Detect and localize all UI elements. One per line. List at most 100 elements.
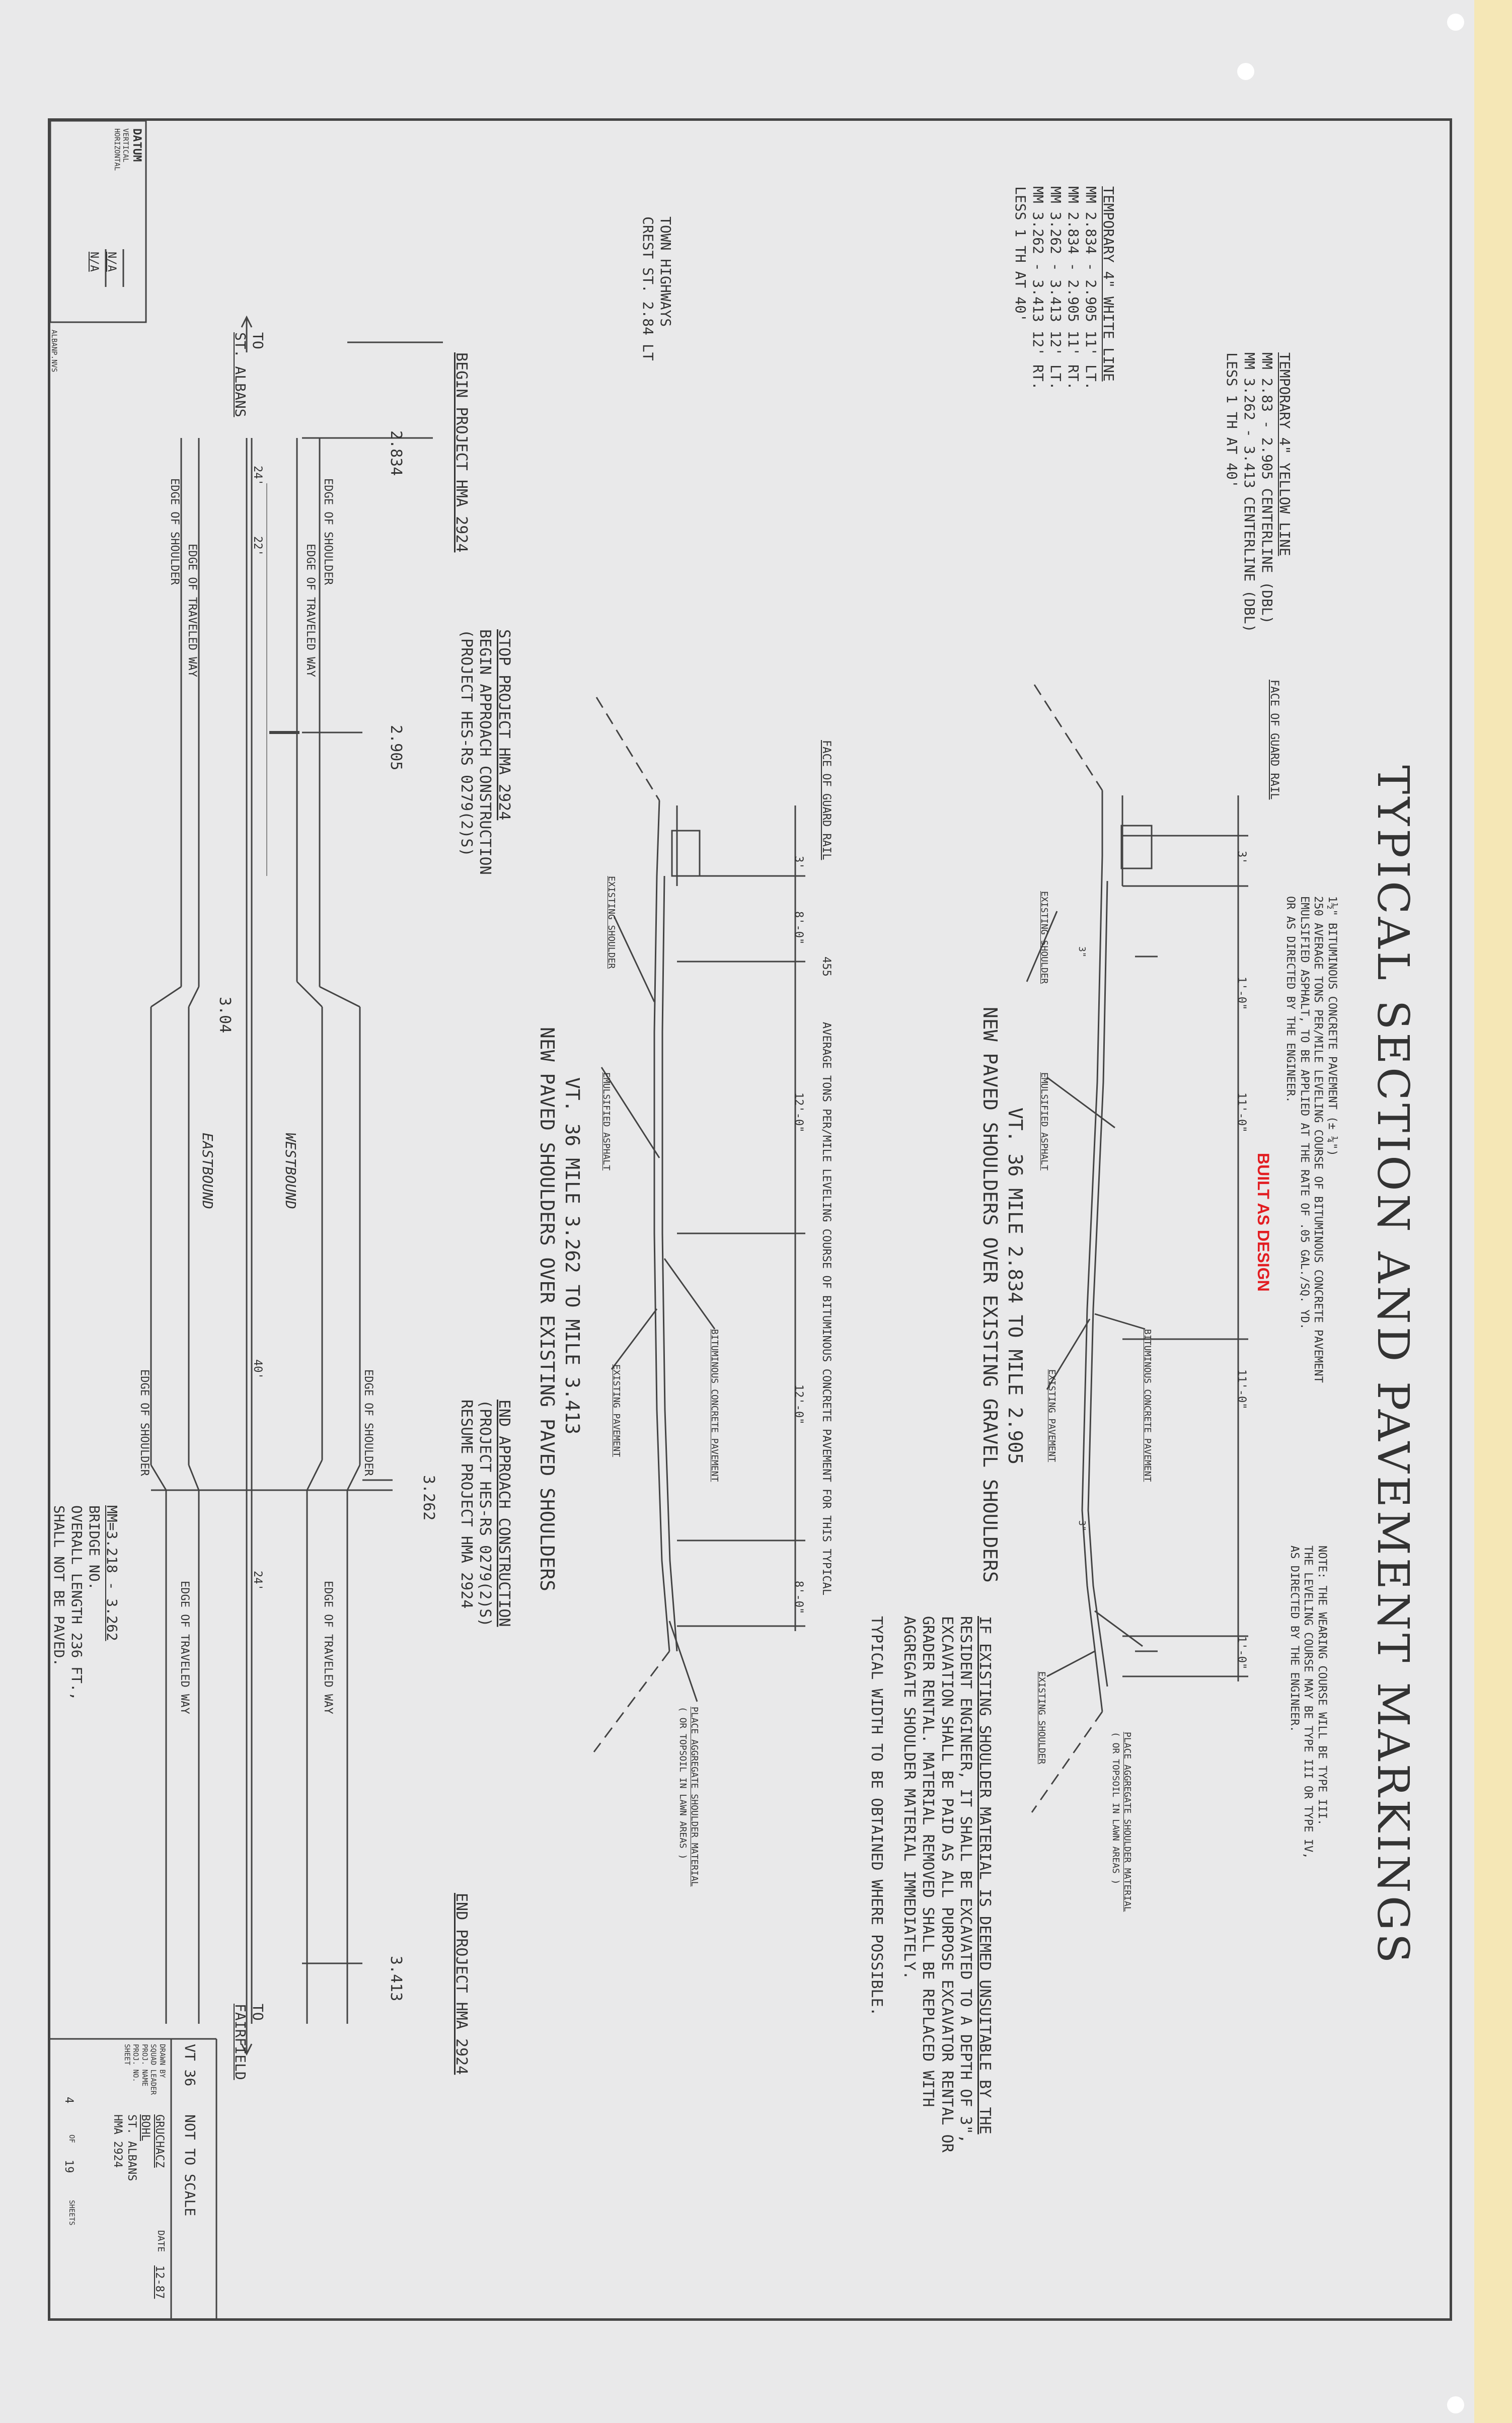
guard-rail-post-icon bbox=[671, 830, 701, 877]
begin-project-label: BEGIN PROJECT HMA 2924 bbox=[452, 352, 470, 553]
note-line: RESUME PROJECT HMA 2924 bbox=[458, 1400, 475, 1609]
note-line: END APPROACH CONSTRUCTION bbox=[495, 1400, 513, 1627]
note-line: LESS 1 TH AT 40' bbox=[1224, 352, 1240, 488]
width-40ft: 40' bbox=[251, 1359, 264, 1379]
note-line: BEGIN APPROACH CONSTRUCTION bbox=[476, 629, 494, 875]
note-line: ( OR TOPSOIL IN LAWN AREAS ) bbox=[1110, 1732, 1121, 1885]
punch-hole-icon bbox=[1237, 63, 1254, 80]
s1-existing-shoulder-left: EXISTING SHOULDER bbox=[1039, 891, 1049, 984]
s2-face-of-guard-rail: FACE OF GUARD RAIL bbox=[820, 740, 833, 860]
s2-dim-8ft-left: 8'-0" bbox=[792, 911, 805, 945]
built-as-design-stamp: BUILT AS DESIGN bbox=[1254, 1153, 1272, 1292]
note-line: MM 3.262 - 3.413 12' RT. bbox=[1030, 186, 1046, 390]
datum-title: DATUM bbox=[130, 128, 143, 162]
s2-dim-12ft-left: 12'-0" bbox=[792, 1092, 805, 1133]
note-line: MM 2.834 - 2.905 11' LT. bbox=[1083, 186, 1099, 390]
note-line: AGGREGATE SHOULDER MATERIAL IMMEDIATELY. bbox=[900, 1616, 918, 1980]
datum-vertical-value: N/A bbox=[105, 252, 118, 272]
station-3262: 3.262 bbox=[420, 1475, 437, 1521]
note-line: TEMPORARY 4" YELLOW LINE bbox=[1276, 352, 1293, 556]
note-line: BRIDGE NO. bbox=[86, 1505, 103, 1590]
note-line: TO bbox=[250, 332, 266, 349]
s2-caption-description: NEW PAVED SHOULDERS OVER EXISTING PAVED … bbox=[536, 1027, 558, 1592]
s2-dim-3ft: 3' bbox=[792, 856, 805, 869]
tb-of-label: OF bbox=[67, 2135, 75, 2143]
tb-squad: BOHL bbox=[139, 2114, 152, 2141]
note-line: 250 AVERAGE TONS PER/MILE LEVELING COURS… bbox=[1312, 896, 1325, 1383]
s2-existing-pavement: EXISTING PAVEMENT bbox=[611, 1364, 622, 1457]
tb-values: GRUCHACZ BOHL ST. ALBANS HMA 2924 bbox=[111, 2114, 166, 2181]
tb-route: VT 36 bbox=[182, 2044, 198, 2087]
edge-shoulder-3: EDGE OF SHOULDER bbox=[168, 478, 181, 585]
s1-caption-description: NEW PAVED SHOULDERS OVER EXISTING GRAVEL… bbox=[979, 1007, 1001, 1583]
datum-box-text: DATUM VERTICAL HORIZONTAL bbox=[112, 128, 144, 171]
edge-traveled-2: EDGE OF TRAVELED WAY bbox=[322, 1581, 334, 1714]
station-2834: 2.834 bbox=[387, 430, 405, 476]
yellow-tape-strip bbox=[1474, 0, 1512, 2423]
town-highways-note: TOWN HIGHWAYS CREST ST. 2.84 LT bbox=[639, 216, 674, 361]
to-fairfield: TO FAIRFIELD bbox=[232, 2004, 267, 2080]
width-24ft-east: 24' bbox=[251, 1571, 264, 1591]
note-line: TOWN HIGHWAYS bbox=[657, 216, 674, 327]
s1-dim-3in-right: 3" bbox=[1077, 1520, 1087, 1531]
note-line: EXCAVATION SHALL BE PAID AS ALL PURPOSE … bbox=[938, 1616, 956, 2153]
edge-shoulder-4: EDGE OF SHOULDER bbox=[138, 1369, 150, 1476]
edge-shoulder-1: EDGE OF SHOULDER bbox=[322, 478, 334, 585]
typical-section-2 bbox=[593, 697, 805, 1752]
tb-scale: NOT TO SCALE bbox=[182, 2114, 198, 2217]
s1-face-of-guard-rail: FACE OF GUARD RAIL bbox=[1268, 680, 1280, 800]
stop-project-note: STOP PROJECT HMA 2924 BEGIN APPROACH CON… bbox=[457, 629, 514, 875]
s1-existing-shoulder-right: EXISTING SHOULDER bbox=[1036, 1671, 1047, 1765]
datum-box bbox=[49, 120, 147, 323]
file-name-label: ALBANP.NVS bbox=[50, 330, 58, 373]
edge-shoulder-2: EDGE OF SHOULDER bbox=[362, 1369, 374, 1476]
end-project-label: END PROJECT HMA 2924 bbox=[452, 1893, 470, 2075]
note-line: MM 3.262 - 3.413 12' LT. bbox=[1047, 186, 1064, 390]
note-line: (PROJECT HES-RS 0279(2)S) bbox=[476, 1400, 494, 1627]
note-line: MM=3.218 - 3.262 bbox=[104, 1505, 120, 1641]
tb-drawn-by-label: DRAWN BY bbox=[158, 2044, 166, 2078]
guard-rail-post-icon bbox=[1120, 825, 1153, 869]
edge-traveled-1: EDGE OF TRAVELED WAY bbox=[304, 544, 317, 677]
drawing-title: TYPICAL SECTION AND PAVEMENT MARKINGS bbox=[1368, 765, 1418, 1966]
s2-bituminous-label: BITUMINOUS CONCRETE PAVEMENT bbox=[709, 1329, 720, 1482]
note-line: OR AS DIRECTED BY THE ENGINEER. bbox=[1284, 896, 1297, 1103]
note-line: AS DIRECTED BY THE ENGINEER. bbox=[1288, 1546, 1301, 1732]
tb-left-labels: DRAWN BY SQUAD LEADER PROJ. NAME PROJ. N… bbox=[122, 2044, 166, 2095]
s1-bituminous-label: BITUMINOUS CONCRETE PAVEMENT bbox=[1142, 1329, 1153, 1482]
s1-dim-11ft-right: 11'-0" bbox=[1235, 1369, 1248, 1410]
note-line: TEMPORARY 4" WHITE LINE bbox=[1100, 186, 1117, 382]
note-line: SHALL NOT BE PAVED. bbox=[51, 1505, 67, 1667]
unsuitable-material-note: IF EXISTING SHOULDER MATERIAL IS DEEMED … bbox=[900, 1616, 995, 2153]
tb-sheet-number: 4 bbox=[62, 2097, 75, 2104]
note-line: THE LEVELING COURSE MAY BE TYPE III OR T… bbox=[1302, 1546, 1315, 1859]
tb-proj-no-label: PROJ. NO. bbox=[131, 2044, 140, 2082]
note-line: PLACE AGGREGATE SHOULDER MATERIAL bbox=[689, 1707, 700, 1887]
plan-view bbox=[150, 315, 443, 2056]
end-approach-note: END APPROACH CONSTRUCTION (PROJECT HES-R… bbox=[457, 1400, 514, 1627]
tb-drawn-by: GRUCHACZ bbox=[153, 2114, 166, 2168]
type-note: NOTE: THE WEARING COURSE WILL BE TYPE II… bbox=[1288, 1546, 1329, 1859]
tb-proj-name: ST. ALBANS bbox=[125, 2114, 138, 2181]
note-line: CREST ST. 2.84 LT bbox=[640, 216, 656, 361]
note-line: OVERALL LENGTH 236 FT., bbox=[68, 1505, 85, 1701]
note-line: (PROJECT HES-RS 0279(2)S) bbox=[458, 629, 475, 857]
s1-dim-1ft-left: 1'-0" bbox=[1235, 977, 1248, 1010]
station-304: 3.04 bbox=[216, 997, 234, 1034]
note-line: 1½" BITUMINOUS CONCRETE PAVEMENT (± ¼") bbox=[1326, 896, 1338, 1156]
datum-vertical-label: VERTICAL bbox=[121, 128, 130, 163]
s1-existing-pavement: EXISTING PAVEMENT bbox=[1046, 1369, 1057, 1462]
s2-aggregate-note: PLACE AGGREGATE SHOULDER MATERIAL ( OR T… bbox=[677, 1707, 700, 1887]
note-line: RESIDENT ENGINEER, IT SHALL BE EXCAVATED… bbox=[957, 1616, 975, 2144]
note-line: ST. ALBANS bbox=[232, 332, 249, 417]
note-line: ( OR TOPSOIL IN LAWN AREAS ) bbox=[677, 1707, 689, 1860]
note-line: IF EXISTING SHOULDER MATERIAL IS DEEMED … bbox=[976, 1616, 994, 2135]
drawing-border bbox=[48, 118, 1452, 2321]
datum-horizontal-value: N/A bbox=[88, 252, 100, 272]
bridge-note: MM=3.218 - 3.262 BRIDGE NO. OVERALL LENG… bbox=[50, 1505, 121, 1701]
typical-section-1 bbox=[1026, 684, 1248, 1813]
tb-sheet-label: SHEET bbox=[123, 2044, 131, 2066]
edge-traveled-4: EDGE OF TRAVELED WAY bbox=[178, 1581, 191, 1714]
width-24ft-west: 24' bbox=[251, 466, 264, 486]
